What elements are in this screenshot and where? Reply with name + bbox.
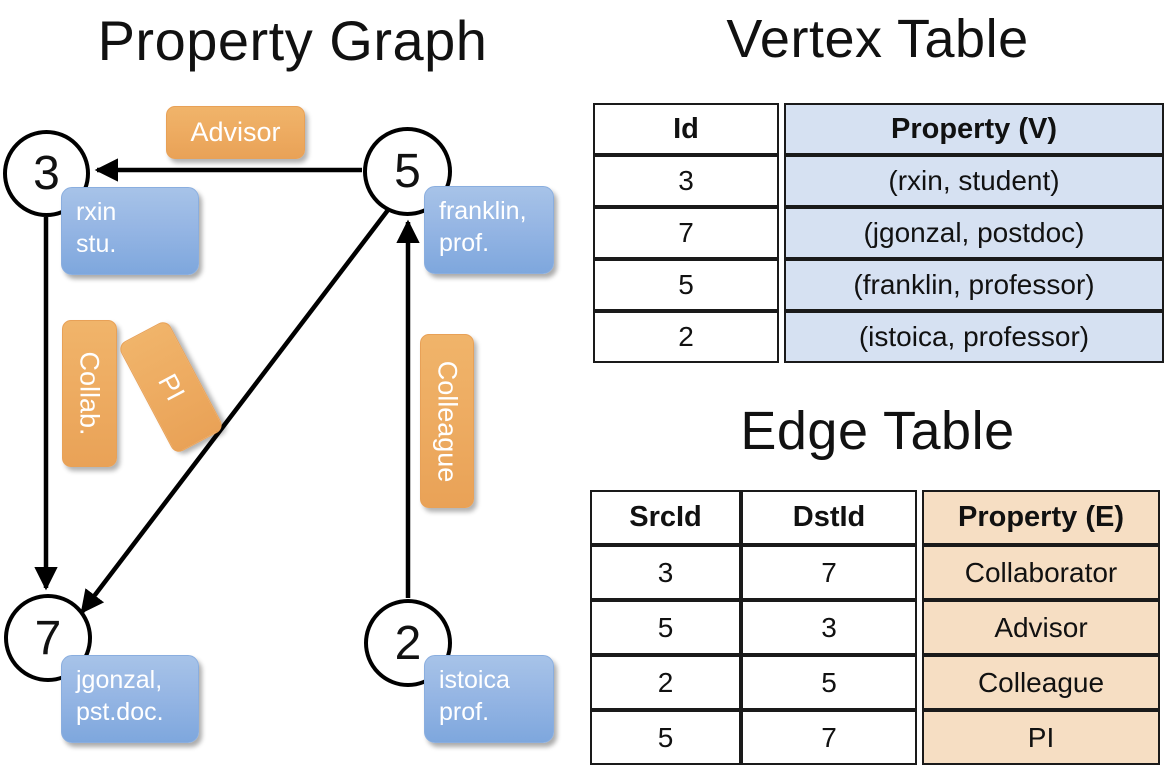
vertex-property-rxin-line1: rxin bbox=[76, 198, 117, 226]
edge-label-collab-text: Collab. bbox=[75, 351, 106, 436]
edge-table-cell-property: PI bbox=[922, 710, 1160, 765]
vertex-table-cell-property: (rxin, student) bbox=[784, 155, 1164, 207]
edge-label-collab[interactable]: Collab. bbox=[62, 320, 117, 467]
edge-table-cell-property: Colleague bbox=[922, 655, 1160, 710]
vertex-property-jgonzal-line2: pst.doc. bbox=[76, 698, 164, 726]
vertex-property-franklin-line2: prof. bbox=[439, 229, 490, 257]
vertex-table-header-row: Id Property (V) bbox=[593, 103, 1164, 155]
table-row: 3 7 Collaborator bbox=[590, 545, 1160, 600]
edge-table-cell-dstid: 7 bbox=[741, 710, 917, 765]
page-title-vertex-table: Vertex Table bbox=[726, 9, 1029, 69]
page-title-property-graph: Property Graph bbox=[97, 9, 488, 72]
table-row: 5 (franklin, professor) bbox=[593, 259, 1164, 311]
graph-edges-svg bbox=[34, 158, 420, 614]
table-row: 3 (rxin, student) bbox=[593, 155, 1164, 207]
vertex-property-istoica-line1: istoica bbox=[439, 666, 510, 694]
edge-label-advisor[interactable]: Advisor bbox=[166, 106, 305, 159]
edge-table-cell-dstid: 7 bbox=[741, 545, 917, 600]
edge-table-cell-property: Collaborator bbox=[922, 545, 1160, 600]
vertex-property-box-franklin[interactable]: franklin, prof. bbox=[424, 186, 554, 274]
edge-table-cell-property: Advisor bbox=[922, 600, 1160, 655]
vertex-node-7-label: 7 bbox=[34, 611, 62, 665]
edge-label-advisor-text: Advisor bbox=[190, 117, 281, 147]
edge-table-cell-dstid: 3 bbox=[741, 600, 917, 655]
page-title-edge-table: Edge Table bbox=[740, 401, 1015, 461]
vertex-property-istoica-line2: prof. bbox=[439, 698, 490, 726]
table-row: 5 3 Advisor bbox=[590, 600, 1160, 655]
table-row: 5 7 PI bbox=[590, 710, 1160, 765]
edge-table-header-srcid: SrcId bbox=[590, 490, 741, 545]
vertex-property-rxin-line2: stu. bbox=[76, 230, 117, 258]
edge-table-cell-srcid: 5 bbox=[590, 710, 741, 765]
vertex-node-5-label: 5 bbox=[394, 145, 421, 198]
vertex-table-cell-property: (franklin, professor) bbox=[784, 259, 1164, 311]
table-row: 2 (istoica, professor) bbox=[593, 311, 1164, 363]
vertex-property-franklin-line1: franklin, bbox=[439, 197, 527, 225]
edge-table-header-dstid: DstId bbox=[741, 490, 917, 545]
vertex-node-3-label: 3 bbox=[33, 147, 60, 200]
vertex-property-box-jgonzal[interactable]: jgonzal, pst.doc. bbox=[61, 655, 199, 743]
property-graph-diagram: 3 5 7 2 rxin stu. franklin, prof. jgonza… bbox=[0, 0, 585, 760]
edge-table: SrcId DstId Property (E) 3 7 Collaborato… bbox=[590, 490, 1160, 765]
vertex-table-cell-property: (jgonzal, postdoc) bbox=[784, 207, 1164, 259]
vertex-property-box-istoica[interactable]: istoica prof. bbox=[424, 655, 554, 743]
vertex-node-2[interactable]: 2 bbox=[364, 599, 452, 687]
vertex-table: Id Property (V) 3 (rxin, student) 7 (jgo… bbox=[593, 103, 1164, 363]
vertex-table-header-property: Property (V) bbox=[784, 103, 1164, 155]
edge-table-cell-srcid: 2 bbox=[590, 655, 741, 710]
vertex-table-cell-id: 2 bbox=[593, 311, 779, 363]
edge-table-header-property: Property (E) bbox=[922, 490, 1160, 545]
vertex-table-cell-id: 7 bbox=[593, 207, 779, 259]
edge-table-header-row: SrcId DstId Property (E) bbox=[590, 490, 1160, 545]
vertex-property-jgonzal-line1: jgonzal, bbox=[76, 666, 163, 694]
vertex-node-5[interactable]: 5 bbox=[363, 127, 452, 216]
edge-table-cell-dstid: 5 bbox=[741, 655, 917, 710]
table-row: 2 5 Colleague bbox=[590, 655, 1160, 710]
vertex-table-header-id: Id bbox=[593, 103, 779, 155]
vertex-table-cell-id: 3 bbox=[593, 155, 779, 207]
vertex-table-cell-property: (istoica, professor) bbox=[784, 311, 1164, 363]
table-row: 7 (jgonzal, postdoc) bbox=[593, 207, 1164, 259]
edge-label-colleague[interactable]: Colleague bbox=[420, 334, 474, 508]
edge-5-to-7 bbox=[80, 208, 390, 614]
edge-label-pi-text: PI bbox=[152, 368, 191, 406]
edge-table-cell-srcid: 3 bbox=[590, 545, 741, 600]
edge-label-colleague-text: Colleague bbox=[432, 360, 463, 482]
vertex-node-2-label: 2 bbox=[394, 616, 422, 670]
edge-table-cell-srcid: 5 bbox=[590, 600, 741, 655]
vertex-property-box-rxin[interactable]: rxin stu. bbox=[61, 187, 199, 275]
vertex-table-cell-id: 5 bbox=[593, 259, 779, 311]
